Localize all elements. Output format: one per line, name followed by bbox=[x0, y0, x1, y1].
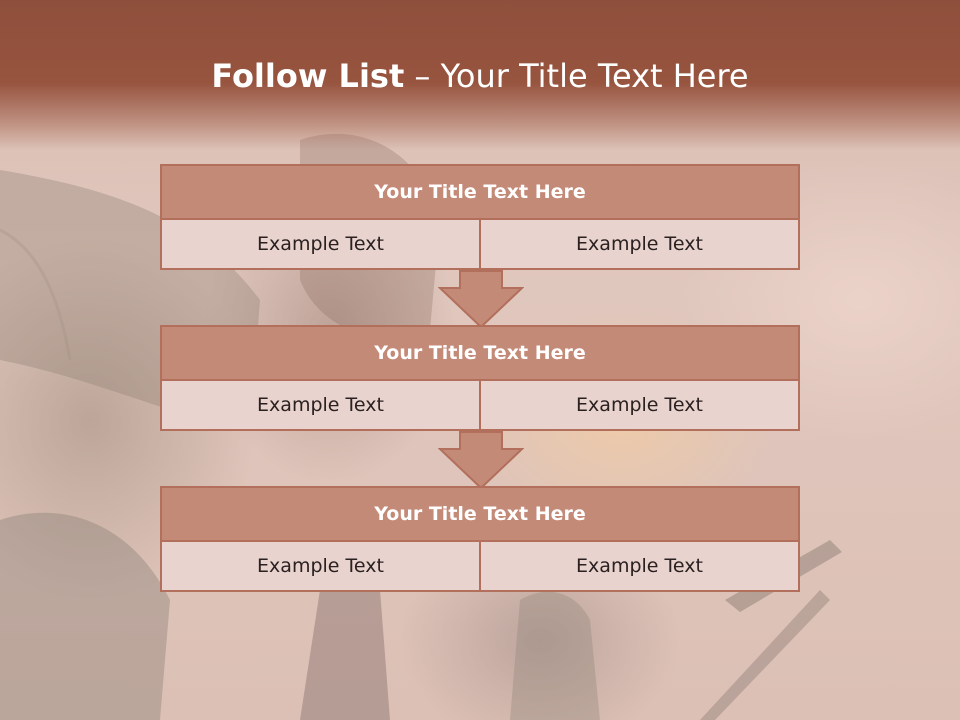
list-block: Your Title Text Here Example Text Exampl… bbox=[160, 486, 800, 592]
block-title: Your Title Text Here bbox=[160, 325, 800, 381]
slide-title-bold: Follow List bbox=[211, 57, 405, 95]
block-row: Example Text Example Text bbox=[160, 220, 800, 270]
slide-title-rest: – Your Title Text Here bbox=[414, 57, 749, 95]
block-cell-left: Example Text bbox=[160, 381, 481, 431]
block-title: Your Title Text Here bbox=[160, 486, 800, 542]
block-row: Example Text Example Text bbox=[160, 542, 800, 592]
block-title: Your Title Text Here bbox=[160, 164, 800, 220]
block-cell-left: Example Text bbox=[160, 220, 481, 270]
title-banner bbox=[0, 0, 960, 150]
down-arrow-icon bbox=[438, 431, 524, 489]
block-cell-left: Example Text bbox=[160, 542, 481, 592]
down-arrow-icon bbox=[438, 270, 524, 328]
block-cell-right: Example Text bbox=[481, 381, 800, 431]
slide-title: Follow List – Your Title Text Here bbox=[0, 56, 960, 96]
block-row: Example Text Example Text bbox=[160, 381, 800, 431]
list-block: Your Title Text Here Example Text Exampl… bbox=[160, 325, 800, 431]
list-block: Your Title Text Here Example Text Exampl… bbox=[160, 164, 800, 270]
block-cell-right: Example Text bbox=[481, 542, 800, 592]
block-cell-right: Example Text bbox=[481, 220, 800, 270]
